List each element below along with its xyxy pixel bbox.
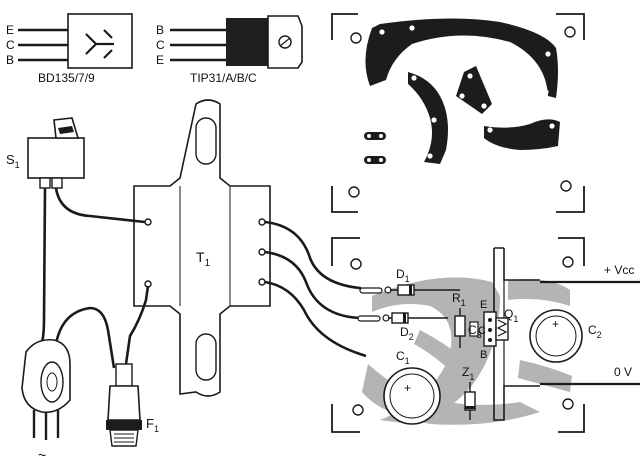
mounting-hole: [564, 26, 576, 38]
capacitor-c1: [383, 367, 441, 425]
wire-plug-to-fuse: [54, 306, 116, 369]
copper-pad-pair: [364, 156, 386, 164]
power-switch: S1: [6, 117, 85, 189]
vcc-label: + Vcc: [604, 263, 634, 277]
q1-label: Q1: [504, 307, 518, 324]
component-board: D1 D2 R1 C3 E C B Q1 + C1 + C2: [331, 237, 640, 433]
corner-mark: [556, 13, 585, 40]
switch-label: S1: [6, 152, 20, 170]
bd135-pin-3-label: B: [6, 53, 14, 67]
copper-trace-right: [484, 119, 560, 150]
mains-plug: ~: [21, 338, 71, 463]
d1-label: D1: [396, 267, 410, 284]
transformer-label: T1: [196, 249, 211, 269]
wire-switch-to-plug: [38, 187, 47, 349]
capacitor-c2: [529, 309, 583, 363]
fuse-body: [107, 385, 141, 421]
c1-label: C1: [396, 349, 410, 366]
transformer-terminal: [258, 248, 266, 256]
copper-trace-top: [365, 18, 558, 99]
r1-label: R1: [452, 291, 466, 308]
input-connectors: [357, 286, 392, 322]
mounting-hole: [348, 186, 360, 198]
wire-secondary-3: [264, 280, 367, 358]
mains-symbol: ~: [38, 447, 46, 463]
tip31-pin-3-label: E: [156, 53, 164, 67]
wires: [38, 187, 367, 369]
wire-secondary-1: [264, 220, 363, 291]
transformer-slot-top: [195, 117, 217, 165]
q1-pin-b-label: B: [480, 349, 487, 361]
c2-label: C2: [588, 323, 602, 340]
bd135-pin-2-label: C: [6, 38, 15, 52]
bd135-transistor: E C B BD135/7/9: [6, 13, 133, 85]
tip31-transistor: B C E TIP31/A/B/C: [156, 15, 303, 85]
tip31-caption: TIP31/A/B/C: [190, 71, 257, 85]
gnd-label: 0 V: [614, 365, 632, 379]
copper-trace-center: [456, 66, 492, 114]
zener-z1: [464, 391, 476, 411]
transformer-terminal: [258, 218, 266, 226]
pcb-copper-layout: [331, 13, 585, 213]
q1-pin-c-label: C: [478, 325, 486, 337]
transformer-terminal: [144, 218, 152, 226]
tip31-pin-2-label: C: [156, 38, 165, 52]
copper-trace-left: [408, 72, 448, 164]
c1-plus: +: [404, 381, 411, 395]
fuse-holder: F1: [106, 363, 159, 447]
c2-plus: +: [552, 317, 559, 331]
wire-switch-to-transformer: [54, 187, 146, 224]
diode-d1: [397, 284, 415, 296]
c3-label: C3: [468, 323, 482, 340]
copper-pad-pair: [364, 132, 386, 140]
mounting-hole: [350, 32, 362, 44]
corner-mark: [331, 186, 358, 213]
q1-pin-e-label: E: [480, 299, 487, 311]
mounting-hole: [560, 180, 572, 192]
tip31-body: [226, 18, 268, 66]
bd135-pin-1-label: E: [6, 23, 14, 37]
transformer-slot-bottom: [195, 333, 217, 381]
tip31-pin-1-label: B: [156, 23, 164, 37]
transformer: T1: [133, 99, 271, 397]
bd135-body: [67, 13, 133, 69]
wire-secondary-2: [264, 250, 362, 320]
transformer-terminal: [258, 278, 266, 286]
resistor-r1: [454, 315, 466, 337]
switch-body: [27, 137, 85, 179]
diode-d2: [391, 312, 409, 324]
capacitor-c3: [469, 321, 479, 337]
d2-label: D2: [400, 325, 414, 342]
bd135-symbol: [85, 29, 114, 59]
corner-mark: [556, 186, 585, 213]
wire-transformer-to-fuse: [124, 285, 150, 365]
z1-label: Z1: [462, 365, 474, 382]
bd135-caption: BD135/7/9: [38, 71, 95, 85]
fuse-label: F1: [146, 416, 159, 434]
corner-mark: [331, 13, 358, 40]
transformer-frame: [133, 99, 271, 397]
